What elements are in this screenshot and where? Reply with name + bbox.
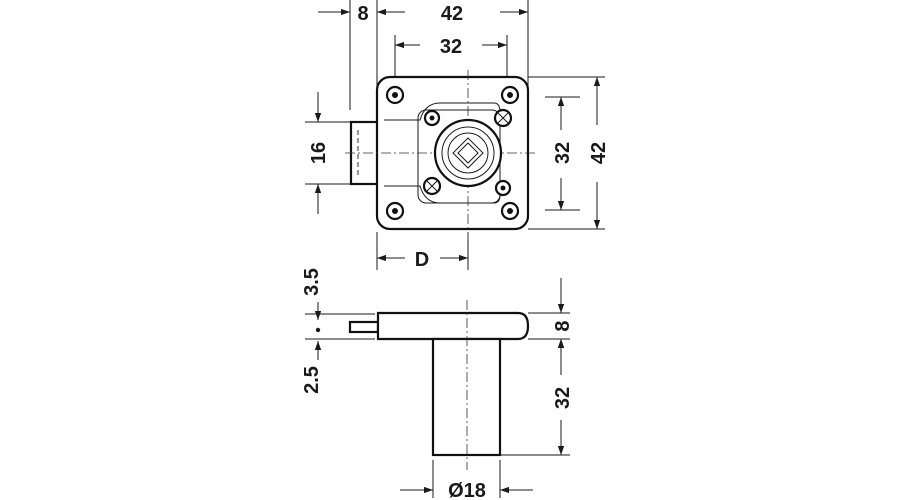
dim-cylinder-diameter-label: Ø18	[448, 480, 486, 500]
dim-hole-spacing-v-label: 32	[552, 142, 574, 164]
screw-hole-bottom-left	[385, 201, 405, 221]
dim-backset-label: D	[415, 249, 429, 271]
screw-hole-top-left	[385, 85, 405, 105]
dim-dot	[315, 327, 321, 333]
cylinder-plug	[447, 132, 489, 174]
cylinder-outer	[433, 118, 503, 188]
dim-hole-spacing-h-label: 32	[440, 36, 462, 58]
side-view: 3.5 2.5 8 32 Ø18	[301, 268, 574, 500]
dim-bolt-height-label: 16	[308, 142, 330, 164]
screw-icon	[493, 108, 513, 128]
front-view: 8 42 32 16 32 42 D	[305, 0, 610, 271]
screw-hole-bottom-right	[500, 201, 520, 221]
dim-overall-width-label: 42	[441, 3, 463, 25]
side-cylinder	[431, 337, 502, 457]
rivet-icon	[494, 179, 512, 197]
side-flange	[376, 311, 530, 341]
dim-bolt-top-label: 3.5	[301, 268, 323, 296]
rivet-icon	[423, 109, 441, 127]
dim-overall-height-label: 42	[588, 142, 610, 164]
cylinder-ring	[441, 126, 495, 180]
keyway-icon	[452, 137, 484, 169]
screw-hole-top-right	[500, 85, 520, 105]
dim-cylinder-length-label: 32	[552, 387, 574, 409]
dim-bolt-offset-label: 8	[357, 3, 368, 25]
keyway-inner	[457, 142, 479, 164]
dim-flange-thickness-label: 8	[552, 320, 574, 331]
side-bolt	[348, 320, 380, 334]
dim-bolt-bottom-label: 2.5	[301, 366, 323, 394]
screw-icon	[422, 176, 442, 196]
